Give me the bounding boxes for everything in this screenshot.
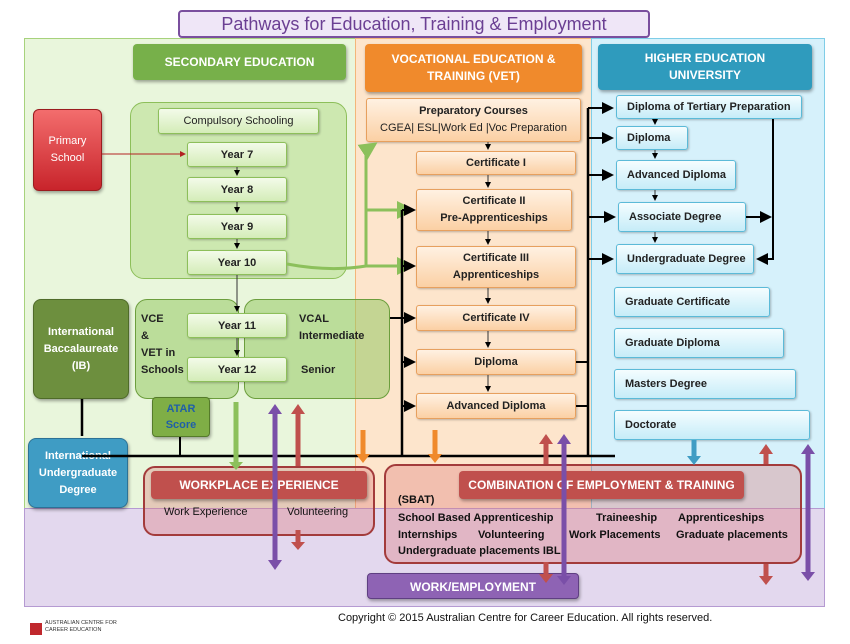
vce-label: VCE & VET in Schools (141, 313, 184, 376)
combination-apprenticeships: Apprenticeships (678, 512, 765, 524)
vet-certificate-4: Certificate IV (416, 305, 576, 331)
international-baccalaureate: International Baccalaureate (IB) (33, 299, 129, 399)
acce-logo-icon (30, 623, 42, 635)
he-diploma-tertiary-prep: Diploma of Tertiary Preparation (616, 95, 802, 119)
work-employment: WORK/EMPLOYMENT (367, 573, 579, 599)
page-title: Pathways for Education, Training & Emplo… (178, 10, 650, 38)
preparatory-subtitle: CGEA| ESL|Work Ed |Voc Preparation (380, 122, 567, 134)
year-10: Year 10 (187, 250, 287, 275)
combination-header: COMBINATION OF EMPLOYMENT & TRAINING (459, 471, 744, 499)
workplace-volunteering: Volunteering (287, 506, 349, 518)
senior-label: Senior (301, 364, 336, 376)
year-12: Year 12 (187, 357, 287, 382)
preparatory-courses: Preparatory Courses CGEA| ESL|Work Ed |V… (366, 98, 581, 142)
he-doctorate: Doctorate (614, 410, 810, 440)
year-9: Year 9 (187, 214, 287, 239)
vet-certificate-3: Certificate III Apprenticeships (416, 246, 576, 288)
combination-work-placements: Work Placements (569, 529, 661, 541)
he-advanced-diploma: Advanced Diploma (616, 160, 736, 190)
vet-certificate-2: Certificate II Pre-Apprenticeships (416, 189, 572, 231)
combination-undergrad-placements: Undergraduate placements IBL (398, 545, 561, 557)
vet-advanced-diploma: Advanced Diploma (416, 393, 576, 419)
vet-certificate-1: Certificate I (416, 151, 576, 175)
he-graduate-diploma: Graduate Diploma (614, 328, 784, 358)
higher-header: HIGHER EDUCATION UNIVERSITY (598, 44, 812, 90)
atar-score: ATAR Score (152, 397, 210, 437)
he-graduate-certificate: Graduate Certificate (614, 287, 770, 317)
combination-sba: School Based Apprenticeship (398, 512, 554, 524)
combination-volunteering: Volunteering (478, 529, 545, 541)
combination-traineeship: Traineeship (596, 512, 658, 524)
combination-internships: Internships (398, 529, 458, 541)
year-7: Year 7 (187, 142, 287, 167)
he-undergraduate-degree: Undergraduate Degree (616, 244, 754, 274)
copyright: Copyright © 2015 Australian Centre for C… (338, 612, 713, 624)
preparatory-title: Preparatory Courses (419, 105, 528, 117)
vet-diploma: Diploma (416, 349, 576, 375)
workplace-header: WORKPLACE EXPERIENCE (151, 471, 367, 499)
secondary-header: SECONDARY EDUCATION (133, 44, 346, 80)
acce-logo: AUSTRALIAN CENTRE FOR CAREER EDUCATION (30, 620, 120, 640)
he-masters-degree: Masters Degree (614, 369, 796, 399)
combination-graduate-placements: Graduate placements (676, 529, 788, 541)
combination-sbat: (SBAT) (398, 494, 435, 506)
acce-logo-text: AUSTRALIAN CENTRE FOR CAREER EDUCATION (45, 620, 117, 633)
year-8: Year 8 (187, 177, 287, 202)
international-undergraduate-degree: International Undergraduate Degree (28, 438, 128, 508)
workplace-work-experience: Work Experience (164, 506, 248, 518)
he-diploma: Diploma (616, 126, 688, 150)
primary-school: Primary School (33, 109, 102, 191)
vcal-label: VCAL Intermediate (299, 313, 365, 342)
he-associate-degree: Associate Degree (618, 202, 746, 232)
compulsory-schooling: Compulsory Schooling (158, 108, 319, 134)
year-11: Year 11 (187, 313, 287, 338)
vet-header: VOCATIONAL EDUCATION & TRAINING (VET) (365, 44, 582, 92)
